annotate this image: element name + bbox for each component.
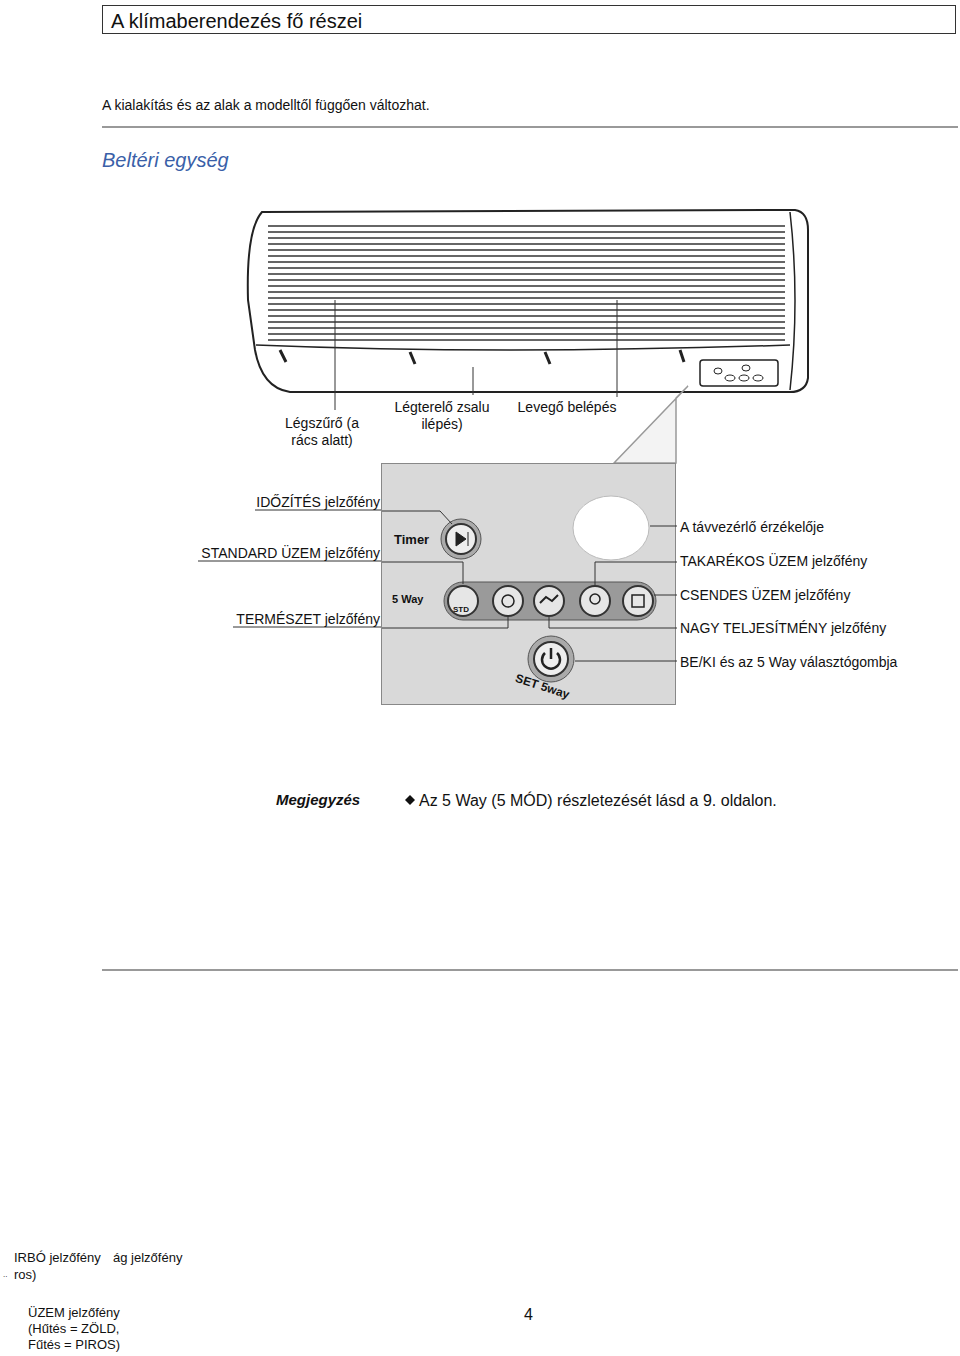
rule	[102, 126, 958, 128]
unit-side	[790, 212, 795, 390]
label: CSENDES ÜZEM jelzőfény	[680, 587, 850, 604]
label: ÜZEM jelzőfény (Hűtés = ZÖLD, Fűtés = PI…	[28, 1305, 146, 1353]
label: Légszűrő (a rács alatt)	[272, 415, 372, 449]
mode-icon	[632, 595, 644, 607]
mini-buttons	[714, 365, 763, 381]
label: IRBÓ jelzőfény	[14, 1250, 101, 1266]
title-box: A klímaberendezés fő részei	[102, 5, 956, 34]
label: Légterelő zsalu ilépés)	[392, 399, 492, 433]
remote-sensor	[573, 496, 649, 560]
power-button	[528, 636, 574, 682]
power-button-face	[534, 642, 568, 676]
panel-art	[382, 464, 677, 706]
leader-line	[473, 367, 474, 395]
grille-bar	[268, 321, 785, 323]
grille-bar	[268, 231, 785, 233]
panel-label: STD	[453, 605, 469, 615]
grille-bar	[268, 261, 785, 263]
grille-bar	[268, 291, 785, 293]
label: TAKARÉKOS ÜZEM jelzőfény	[680, 553, 867, 570]
mode-icon	[540, 595, 558, 603]
grille-bar	[268, 255, 785, 257]
label: ..	[3, 1270, 7, 1280]
mode-icon	[502, 595, 514, 607]
label: IDŐZÍTÉS jelzőfény	[180, 494, 380, 511]
grille-bar	[268, 303, 785, 305]
bullet	[405, 795, 415, 805]
label: Levegő belépés	[512, 399, 622, 416]
grille-bar	[268, 237, 785, 239]
mini-panel	[700, 360, 778, 386]
grille-bar	[268, 315, 785, 317]
grille	[268, 226, 785, 340]
label: ág jelzőfény	[113, 1250, 182, 1266]
grille-bar	[268, 225, 785, 227]
label: ros)	[14, 1267, 36, 1283]
label: Az 5 Way (5 MÓD) részletezését lásd a 9.…	[419, 791, 777, 810]
grille-bar	[268, 285, 785, 287]
grille-bar	[268, 249, 785, 251]
panel-label: Timer	[394, 532, 429, 547]
rule	[102, 969, 958, 971]
mode-bar	[444, 582, 656, 620]
label: STANDARD ÜZEM jelzőfény	[150, 545, 380, 562]
control-panel: Timer5 WaySTDSET 5way	[381, 463, 676, 705]
label: Beltéri egység	[102, 148, 229, 172]
grille-bar	[268, 297, 785, 299]
label: TERMÉSZET jelzőfény	[150, 611, 380, 628]
mode-button	[580, 586, 610, 616]
timer-button-face	[446, 524, 476, 554]
grille-bar	[268, 333, 785, 335]
grille-bar	[268, 309, 785, 311]
leader-line	[335, 300, 336, 410]
callout-wedge	[614, 386, 688, 463]
label: NAGY TELJESÍTMÉNY jelzőfény	[680, 620, 886, 637]
grille-bar	[268, 243, 785, 245]
label: BE/KI és az 5 Way választógombja	[680, 654, 897, 671]
louver-edge	[256, 345, 790, 350]
leader-line	[617, 300, 618, 397]
grille-bar	[268, 339, 785, 341]
indoor-unit	[248, 210, 808, 392]
label: A kialakítás és az alak a modelltől függ…	[102, 97, 430, 114]
leader-lines	[382, 511, 677, 661]
label: A távvezérlő érzékelője	[680, 519, 824, 536]
grille-bar	[268, 267, 785, 269]
label: Megjegyzés	[276, 791, 360, 809]
grille-bar	[268, 327, 785, 329]
label: 4	[524, 1305, 533, 1324]
panel-label: 5 Way	[392, 593, 423, 606]
mode-button	[623, 586, 653, 616]
power-icon	[542, 648, 560, 669]
mode-button	[448, 586, 478, 616]
louver-clip	[280, 350, 684, 364]
title: A klímaberendezés fő részei	[111, 10, 362, 32]
mode-icon	[590, 594, 600, 604]
mode-button	[534, 586, 564, 616]
timer-button	[441, 519, 481, 559]
mode-button	[493, 586, 523, 616]
timer-icon	[456, 532, 468, 546]
grille-bar	[268, 279, 785, 281]
grille-bar	[268, 273, 785, 275]
